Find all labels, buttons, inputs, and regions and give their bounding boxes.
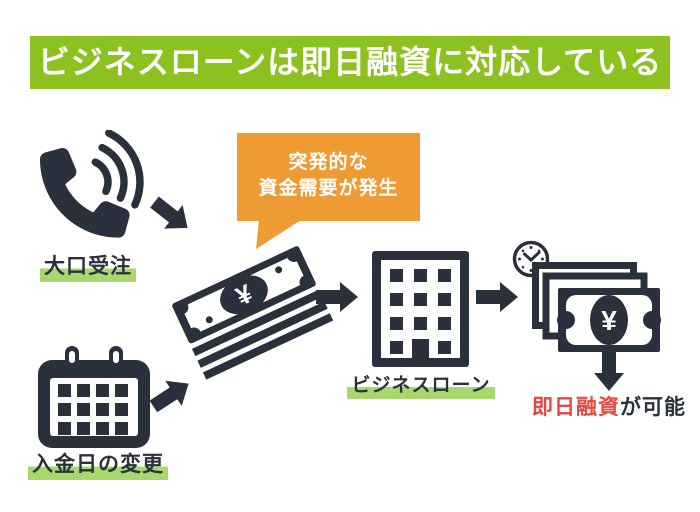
speech-bubble: 突発的な 資金需要が発生	[237, 133, 420, 221]
yen-symbol-right: ¥	[601, 305, 617, 336]
calendar-label: 入金日の変更	[28, 448, 168, 480]
arrow-phone-to-money-icon	[150, 196, 188, 229]
calendar-label-wrap: 入金日の変更	[28, 448, 168, 480]
arrow-calendar-to-money-icon	[149, 380, 189, 413]
phone-sound-waves-icon	[40, 130, 144, 238]
title-banner: ビジネスローンは即日融資に対応している	[30, 36, 670, 89]
building-label: ビジネスローン	[347, 370, 495, 399]
result-text: 即日融資が可能	[518, 391, 700, 421]
phone-label: 大口受注	[40, 250, 136, 282]
result-highlight: 即日融資	[532, 396, 620, 419]
speech-bubble-tail	[256, 220, 301, 249]
banknote-stack-icon: ¥	[172, 246, 334, 380]
phone-label-wrap: 大口受注	[40, 250, 136, 282]
arrow-building-to-bills-icon	[476, 282, 518, 312]
banknotes-icon: ¥	[532, 262, 661, 352]
calendar-icon	[38, 346, 150, 448]
bubble-line2: 資金需要が発生	[258, 178, 399, 199]
building-label-wrap: ビジネスローン	[346, 370, 496, 399]
bubble-line1: 突発的な	[288, 152, 369, 173]
arrow-bills-to-result-icon	[594, 349, 624, 391]
result-rest: が可能	[620, 396, 686, 419]
clock-icon	[512, 240, 550, 278]
office-building-icon	[372, 251, 469, 367]
arrow-money-to-building-icon	[316, 282, 358, 312]
